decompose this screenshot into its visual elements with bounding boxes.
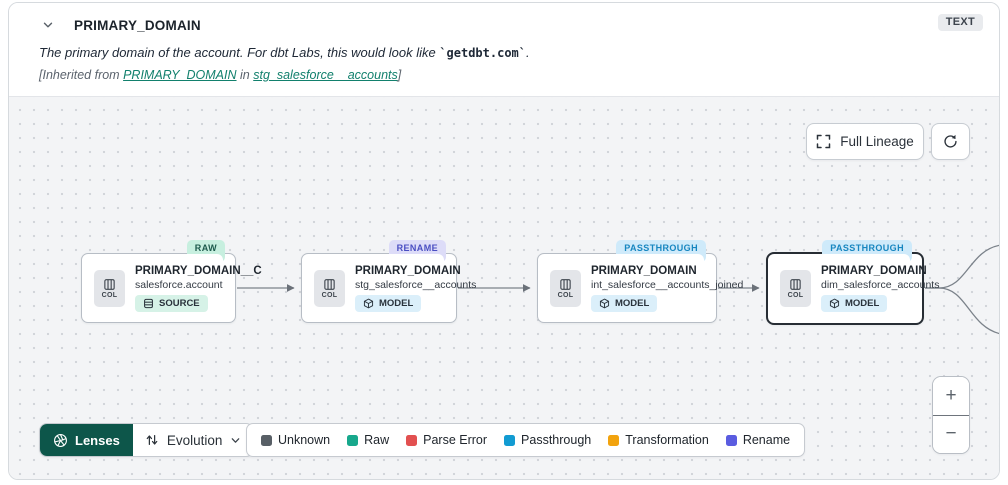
- lens-dropdown[interactable]: Evolution: [133, 424, 254, 456]
- model-cube-icon: [829, 298, 840, 308]
- column-kind-badge: COL: [94, 269, 125, 307]
- inherited-column-link[interactable]: PRIMARY_DOMAIN: [123, 68, 237, 82]
- legend-item: Raw: [347, 433, 389, 447]
- lenses-bar: Lenses Evolution: [39, 423, 255, 457]
- node-model-name: dim_salesforce_accounts: [821, 278, 940, 291]
- node-column-name: PRIMARY_DOMAIN: [355, 264, 461, 277]
- column-kind-badge: COL: [550, 269, 581, 307]
- node-resource-badge: MODEL: [355, 294, 422, 312]
- zoom-controls: + −: [932, 376, 970, 454]
- lineage-node-source[interactable]: RAW COL PRIMARY_DOMAIN__C salesforce.acc…: [81, 240, 262, 323]
- legend-item: Rename: [725, 433, 790, 447]
- model-cube-icon: [599, 298, 610, 308]
- node-resource-badge: MODEL: [591, 294, 658, 312]
- legend-item: Passthrough: [504, 433, 591, 447]
- lineage-node-intermediate[interactable]: PASSTHROUGH COL PRIMARY_DOMAIN int_sales…: [537, 240, 743, 323]
- column-description: The primary domain of the account. For d…: [39, 45, 530, 60]
- inherited-model-link[interactable]: stg_salesforce__accounts: [253, 68, 398, 82]
- legend-swatch: [504, 434, 516, 446]
- inline-code: `getdbt.com`: [439, 46, 527, 60]
- column-kind-badge: COL: [314, 269, 345, 307]
- legend-swatch: [347, 434, 359, 446]
- column-lineage-panel: PRIMARY_DOMAIN TEXT The primary domain o…: [8, 2, 1000, 480]
- fullscreen-icon: [816, 134, 831, 149]
- zoom-in-button[interactable]: +: [933, 377, 969, 416]
- chevron-down-icon: [232, 437, 240, 443]
- legend-item: Parse Error: [406, 433, 487, 447]
- legend-swatch: [725, 434, 737, 446]
- refresh-button[interactable]: [931, 123, 970, 160]
- legend-item: Transformation: [608, 433, 709, 447]
- source-icon: [144, 298, 153, 308]
- lineage-node-dim-selected[interactable]: PASSTHROUGH COL PRIMARY_DOMAIN dim_sales…: [766, 239, 939, 325]
- legend-item: Unknown: [261, 433, 330, 447]
- column-title: PRIMARY_DOMAIN: [74, 17, 201, 33]
- evolution-swap-icon: [146, 435, 158, 445]
- full-lineage-button[interactable]: Full Lineage: [806, 123, 924, 160]
- columns-icon: [560, 278, 571, 290]
- column-kind-badge: COL: [780, 269, 811, 307]
- node-resource-badge: SOURCE: [135, 294, 208, 312]
- panel-header: PRIMARY_DOMAIN TEXT The primary domain o…: [9, 3, 999, 82]
- lens-aperture-icon: [54, 433, 67, 447]
- zoom-out-button[interactable]: −: [933, 415, 969, 453]
- lens-legend: Unknown Raw Parse Error Passthrough Tran…: [246, 423, 806, 457]
- node-column-name: PRIMARY_DOMAIN: [591, 264, 697, 277]
- node-column-name: PRIMARY_DOMAIN: [821, 264, 927, 277]
- legend-swatch: [406, 434, 418, 446]
- model-cube-icon: [363, 298, 374, 308]
- node-model-name: int_salesforce__accounts_joined: [591, 278, 744, 291]
- column-type-badge: TEXT: [937, 14, 983, 31]
- lenses-button[interactable]: Lenses: [40, 424, 133, 456]
- lineage-node-staging[interactable]: RENAME COL PRIMARY_DOMAIN stg_salesforce…: [301, 240, 476, 323]
- refresh-icon: [944, 134, 957, 148]
- legend-swatch: [261, 434, 272, 446]
- lenses-label: Lenses: [75, 432, 120, 448]
- legend-swatch: [608, 434, 620, 446]
- inherited-from-line: [Inherited from PRIMARY_DOMAIN in stg_sa…: [39, 68, 402, 82]
- columns-icon: [324, 278, 335, 290]
- node-resource-badge: MODEL: [821, 294, 888, 312]
- lineage-canvas[interactable]: Full Lineage RAW COL PRIMARY_DOMAIN__C s…: [9, 96, 999, 479]
- collapse-chevron-icon[interactable]: [37, 14, 59, 36]
- node-model-name: stg_salesforce__accounts: [355, 278, 477, 291]
- columns-icon: [104, 278, 115, 290]
- full-lineage-label: Full Lineage: [840, 134, 914, 149]
- node-column-name: PRIMARY_DOMAIN__C: [135, 264, 262, 277]
- columns-icon: [790, 278, 801, 290]
- node-model-name: salesforce.account: [135, 278, 223, 291]
- selected-lens-label: Evolution: [166, 432, 223, 448]
